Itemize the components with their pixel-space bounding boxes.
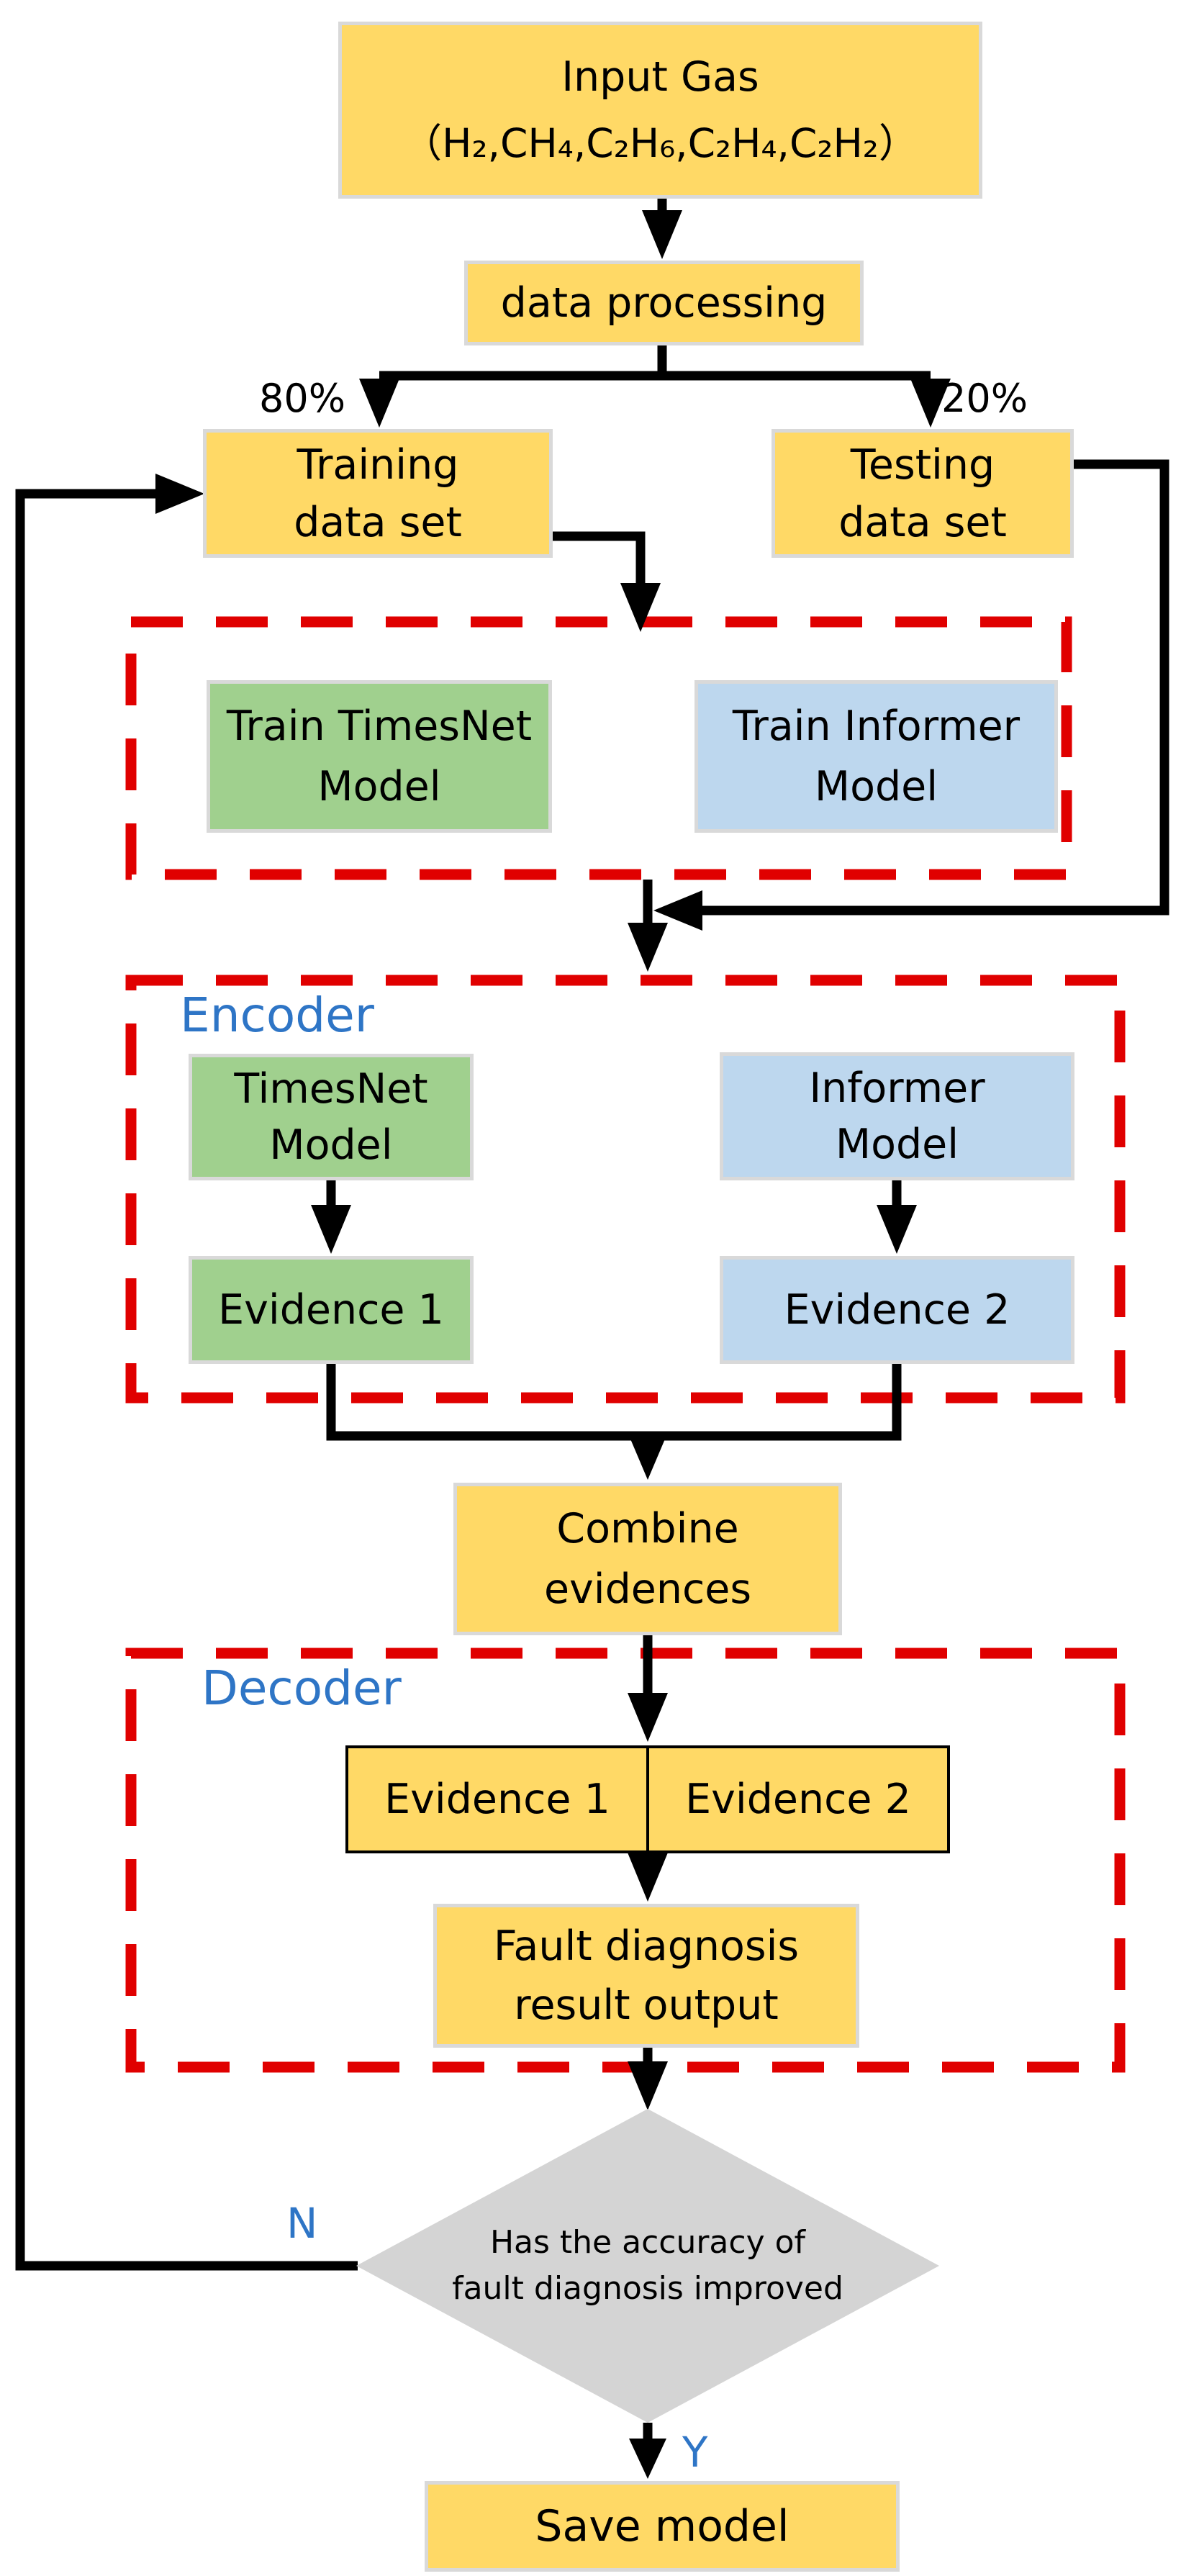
- merge-connector: [326, 1364, 902, 1480]
- node-training-data-set: Training data set: [203, 429, 553, 558]
- training-line1: Training: [297, 440, 459, 489]
- arrow-trainbox-to-encoder: [628, 880, 668, 972]
- node-evidence-pair: Evidence 1 Evidence 2: [345, 1745, 950, 1853]
- split-percent-20: 20%: [941, 376, 1028, 421]
- input-gas-formula: （H₂,CH₄,C₂H₆,C₂H₄,C₂H₂）: [402, 120, 918, 166]
- node-evidence-1: Evidence 1: [189, 1256, 474, 1364]
- evidence-pair-left: Evidence 1: [384, 1776, 610, 1823]
- node-evidence-2: Evidence 2: [720, 1256, 1074, 1364]
- decision-line2: fault diagnosis improved: [452, 2270, 843, 2307]
- fault-line1: Fault diagnosis: [493, 1922, 800, 1970]
- split-percent-80: 80%: [259, 376, 346, 421]
- testing-line2: data set: [838, 498, 1007, 546]
- evidence2-label: Evidence 2: [784, 1286, 1010, 1334]
- branch-label-no: N: [286, 2199, 318, 2248]
- arrow-fault-to-decision: [628, 2048, 668, 2110]
- arrow-informer-to-evidence2: [877, 1180, 917, 1254]
- training-dashed-container: [125, 616, 1072, 880]
- decision-line1: Has the accuracy of: [489, 2224, 806, 2261]
- timesnet-model-line1: TimesNet: [234, 1065, 428, 1113]
- fault-line2: result output: [514, 1981, 779, 2029]
- evidence-pair-right: Evidence 2: [685, 1776, 911, 1823]
- combine-line1: Combine: [556, 1505, 739, 1553]
- train-timesnet-line2: Model: [317, 763, 441, 810]
- decoder-dashed-container: [125, 1648, 1126, 2073]
- testing-line1: Testing: [850, 440, 995, 489]
- arrow-timesnet-to-evidence1: [311, 1180, 351, 1254]
- encoder-label: Encoder: [180, 988, 374, 1043]
- node-input-gas: Input Gas （H₂,CH₄,C₂H₆,C₂H₄,C₂H₂）: [338, 22, 982, 199]
- training-line2: data set: [294, 498, 462, 546]
- node-data-processing: data processing: [464, 261, 864, 345]
- node-combine-evidences: Combine evidences: [453, 1483, 842, 1635]
- node-save-model: Save model: [425, 2481, 900, 2572]
- input-gas-title: Input Gas: [561, 53, 759, 101]
- arrow-decision-to-save: [629, 2423, 666, 2479]
- arrow-pair-to-fault: [628, 1853, 668, 1902]
- evidence-pair-divider: [646, 1748, 649, 1850]
- save-model-label: Save model: [535, 2501, 789, 2552]
- node-timesnet-model: TimesNet Model: [189, 1054, 474, 1180]
- informer-model-line2: Model: [835, 1121, 959, 1168]
- arrow-training-to-trainbox: [553, 531, 661, 632]
- node-informer-model: Informer Model: [720, 1052, 1074, 1180]
- testing-path-connector: [653, 459, 1169, 931]
- decoder-label: Decoder: [202, 1660, 402, 1716]
- node-train-timesnet-model: Train TimesNet Model: [207, 680, 552, 833]
- combine-line2: evidences: [543, 1565, 752, 1613]
- encoder-dashed-container: [125, 975, 1126, 1404]
- train-informer-line1: Train Informer: [732, 702, 1021, 750]
- data-processing-label: data processing: [500, 279, 828, 327]
- evidence1-label: Evidence 1: [218, 1286, 444, 1334]
- arrow-combine-to-pair: [628, 1635, 668, 1742]
- node-train-informer-model: Train Informer Model: [694, 680, 1058, 833]
- node-fault-diagnosis-output: Fault diagnosis result output: [433, 1904, 859, 2048]
- timesnet-model-line2: Model: [269, 1121, 393, 1169]
- arrow-input-to-processing: [642, 199, 682, 259]
- feedback-loop-connector: [15, 474, 358, 2271]
- node-testing-data-set: Testing data set: [772, 429, 1074, 558]
- train-timesnet-line1: Train TimesNet: [226, 702, 533, 750]
- train-informer-line2: Model: [814, 763, 938, 810]
- informer-model-line1: Informer: [809, 1065, 985, 1112]
- branch-label-yes: Y: [682, 2428, 708, 2477]
- split-connector: [359, 345, 951, 428]
